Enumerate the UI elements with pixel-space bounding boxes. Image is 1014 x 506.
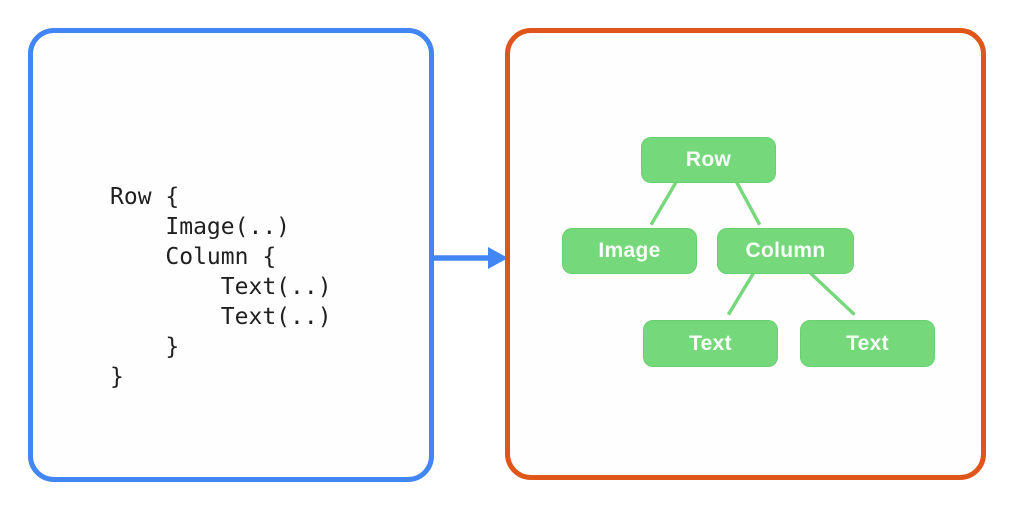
edge-column-text2 (803, 266, 856, 316)
tree-node-column-label: Column (745, 239, 826, 262)
tree-node-text-1: Text (643, 320, 778, 367)
code-panel: Row { Image(..) Column { Text(..) Text(.… (28, 28, 434, 482)
code-block: Row { Image(..) Column { Text(..) Text(.… (110, 184, 332, 390)
tree-node-image-label: Image (598, 239, 661, 262)
edge-column-text1 (726, 266, 759, 316)
tree-node-text-2-label: Text (846, 331, 889, 355)
edge-row-image (649, 178, 680, 226)
tree-panel: Row Image Column Text Text (505, 28, 986, 480)
tree-node-row-label: Row (685, 148, 732, 171)
edge-row-column (733, 178, 762, 226)
tree-node-text-1-label: Text (689, 331, 732, 355)
right-arrow-icon (434, 247, 508, 269)
tree-node-image: Image (562, 228, 697, 274)
tree-node-text-2: Text (800, 320, 935, 367)
tree-edges (649, 178, 856, 316)
tree-node-row: Row (641, 137, 776, 183)
tree-node-column: Column (717, 228, 854, 274)
